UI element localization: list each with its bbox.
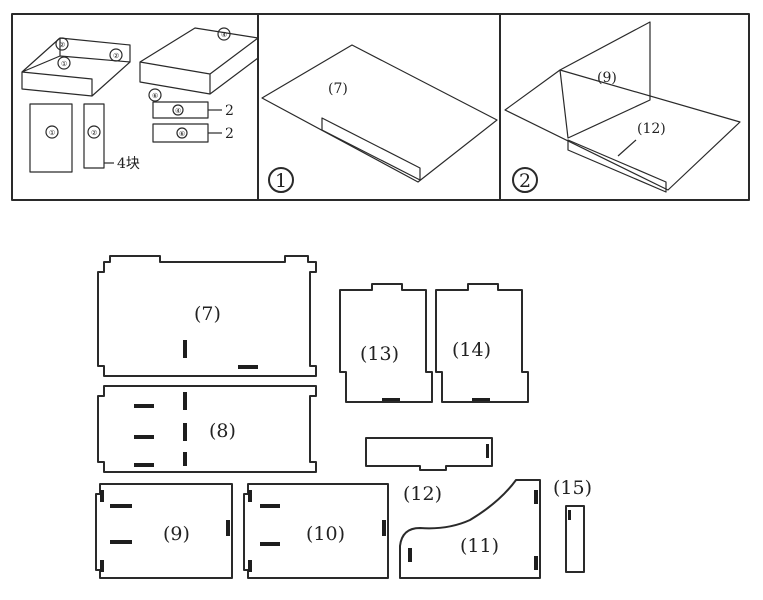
step2-panel: (9) (12) 2 (504, 21, 741, 193)
part-10-label: (10) (306, 523, 345, 545)
callout-circle (217, 27, 231, 41)
part-10: (10) (243, 483, 389, 579)
end-plate-sketch (29, 103, 73, 173)
callout-label: ④ (221, 31, 227, 39)
back-wall-sketch (559, 21, 651, 139)
count-label: 2 (225, 126, 234, 142)
part-9-label: (9) (163, 523, 190, 545)
part-9: (9) (95, 483, 233, 579)
step2-part-b-label: (12) (637, 121, 666, 137)
part-12-label: (12) (403, 483, 442, 505)
instruction-frame (11, 13, 750, 201)
step2-badge-label: 2 (519, 170, 531, 192)
callout-circle (45, 125, 59, 139)
step1-badge (268, 167, 294, 193)
step1-badge-label: 1 (275, 170, 287, 192)
step1-panel: (7) 1 (261, 44, 498, 193)
part-8: (8) (97, 385, 317, 473)
step1-part-label: (7) (328, 81, 348, 97)
step2-part-a-label: (9) (597, 70, 617, 86)
side-rail-sketch (321, 117, 421, 181)
callout-label: ⑥ (179, 130, 185, 138)
overview-panel: ② ① ② ④ ⑥ ④ 2 ⑥ 2 ① (21, 27, 259, 173)
part-15-label: (15) (553, 477, 592, 499)
callout-label: ① (49, 129, 55, 137)
callout-circle (172, 104, 184, 116)
part-13-label: (13) (360, 343, 399, 365)
part-8-label: (8) (209, 420, 236, 442)
tray-sketch (21, 37, 131, 97)
callout-circle (87, 125, 101, 139)
callout-label: ② (59, 41, 65, 49)
callout-label: ⑥ (152, 92, 158, 100)
callout-label: ① (61, 60, 67, 68)
callout-circle (57, 56, 71, 70)
count-label: 2 (225, 103, 234, 119)
callout-circle (109, 48, 123, 62)
base-board-sketch (504, 69, 741, 191)
part-14: (14) (435, 283, 529, 403)
callout-label: ④ (175, 107, 181, 115)
callout-circle (176, 127, 188, 139)
callout-circle (148, 88, 162, 102)
part-15: (15) (553, 477, 592, 573)
part-11-label: (11) (460, 535, 499, 557)
part-7: (7) (97, 255, 317, 377)
callout-label: ② (113, 52, 119, 60)
callout-circle (55, 37, 69, 51)
part-13: (13) (339, 283, 433, 403)
quantity-note: 4块 (117, 156, 140, 172)
end-plate-sketch (83, 103, 105, 169)
part-7-label: (7) (194, 303, 221, 325)
front-rail-sketch (567, 139, 667, 193)
step2-badge (512, 167, 538, 193)
part-14-label: (14) (452, 339, 491, 361)
leader-line (617, 139, 637, 157)
parts-layout: (7) (8) (9) (95, 255, 592, 579)
part-11: (11) (399, 479, 541, 579)
part-12: (12) (365, 437, 493, 505)
box-sketch (139, 27, 259, 95)
instruction-panel: ② ① ② ④ ⑥ ④ 2 ⑥ 2 ① (11, 13, 750, 201)
base-board-sketch (261, 44, 498, 183)
callout-label: ② (91, 129, 97, 137)
